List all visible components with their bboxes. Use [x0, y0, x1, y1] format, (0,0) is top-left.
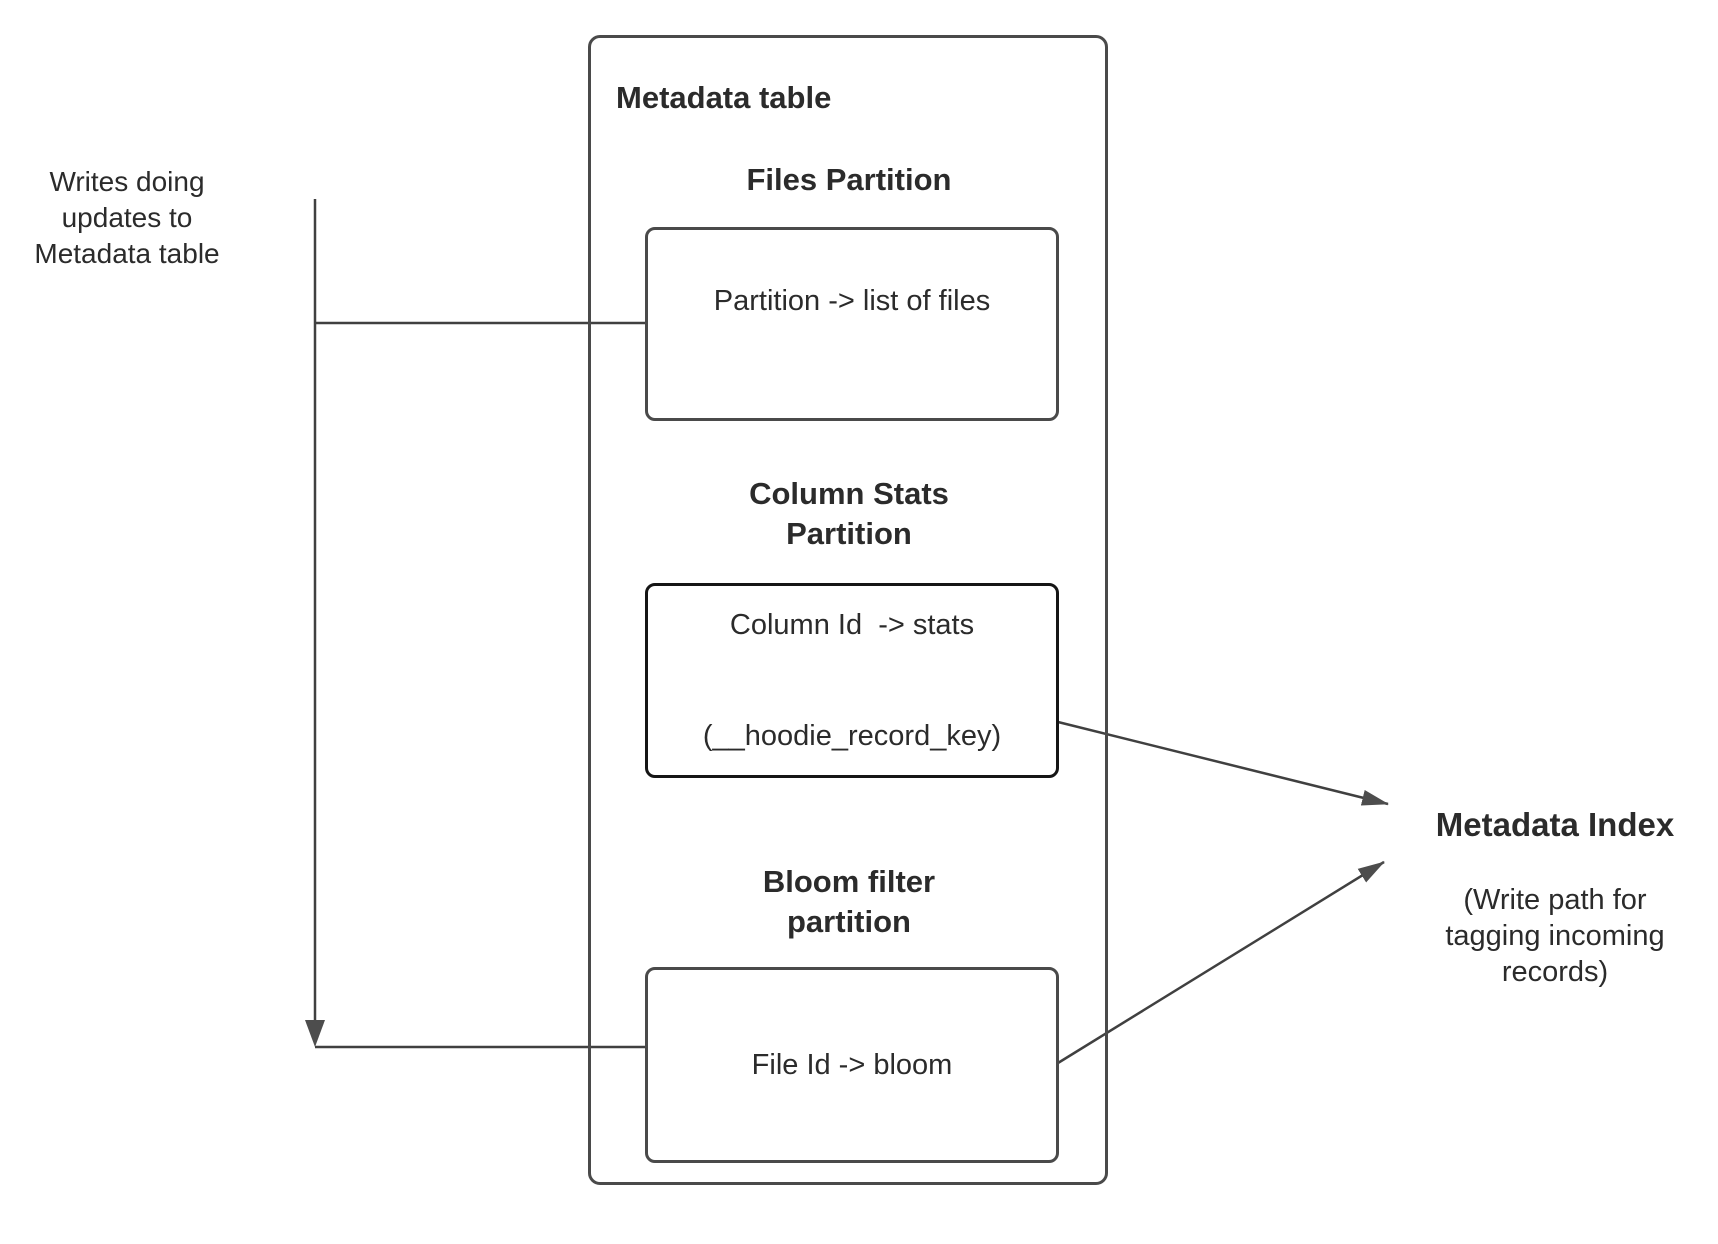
- metadata-index-subtitle-line-2: tagging incoming: [1445, 920, 1665, 952]
- bloom-partition-heading: Bloom filter partition: [645, 862, 1053, 942]
- metadata-index-title: Metadata Index: [1435, 806, 1675, 843]
- metadata-index-subtitle-line-3: records): [1501, 956, 1609, 988]
- column-stats-heading-line-2: Partition: [786, 516, 912, 551]
- column-stats-partition-box: Column Id -> stats (__hoodie_record_key): [645, 583, 1059, 778]
- column-stats-body-line-2: (__hoodie_record_key): [702, 719, 1002, 752]
- files-partition-heading: Files Partition: [746, 162, 952, 197]
- column-stats-partition-body: Column Id -> stats (__hoodie_record_key): [703, 533, 1001, 829]
- bloom-heading-line-1: Bloom filter: [762, 864, 936, 899]
- files-partition-body: Partition -> list of files: [713, 285, 991, 317]
- writes-note: Writes doing updates to Metadata table: [18, 164, 236, 272]
- bloom-partition-body: File Id -> bloom: [751, 1048, 953, 1081]
- bloom-heading-line-2: partition: [787, 904, 911, 939]
- metadata-table-box: [588, 35, 1108, 1185]
- column-stats-partition-heading: Column Stats Partition: [645, 474, 1053, 554]
- column-stats-heading-line-1: Column Stats: [749, 476, 949, 511]
- metadata-index-block: Metadata Index (Write path for tagging i…: [1390, 806, 1718, 990]
- files-partition-box: Partition -> list of files: [645, 227, 1059, 421]
- writes-note-line-3: Metadata table: [34, 238, 220, 269]
- metadata-table-title: Metadata table: [616, 80, 832, 115]
- writes-note-line-1: Writes doing: [49, 166, 205, 197]
- writes-down-arrowhead: [305, 1020, 325, 1047]
- metadata-index-subtitle: (Write path for tagging incoming records…: [1390, 882, 1718, 990]
- column-stats-body-line-1: Column Id -> stats: [729, 608, 975, 641]
- bloom-partition-box: File Id -> bloom: [645, 967, 1059, 1163]
- metadata-index-subtitle-line-1: (Write path for: [1463, 884, 1647, 916]
- writes-note-line-2: updates to: [61, 202, 193, 233]
